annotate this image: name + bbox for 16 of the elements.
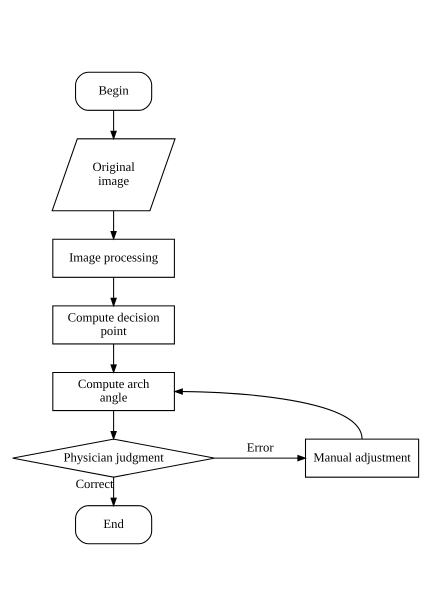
arrow: [110, 110, 117, 140]
edge-label: Error: [246, 440, 274, 454]
node-box: Compute decision point: [52, 304, 175, 344]
arrow: [110, 277, 117, 307]
node-diamond: Physician judgment: [12, 438, 216, 478]
node-box: Image processing: [52, 238, 175, 278]
node-box: Manual adjustment: [304, 438, 420, 478]
node-box: Begin: [75, 71, 152, 110]
node-box: Compute arch angle: [52, 371, 175, 411]
arrow: [110, 344, 117, 374]
arrow: [110, 210, 117, 240]
arrow: [173, 388, 363, 439]
arrow: [214, 454, 307, 461]
arrow: [110, 477, 117, 507]
arrow: [110, 410, 117, 440]
node-box: End: [75, 504, 152, 544]
